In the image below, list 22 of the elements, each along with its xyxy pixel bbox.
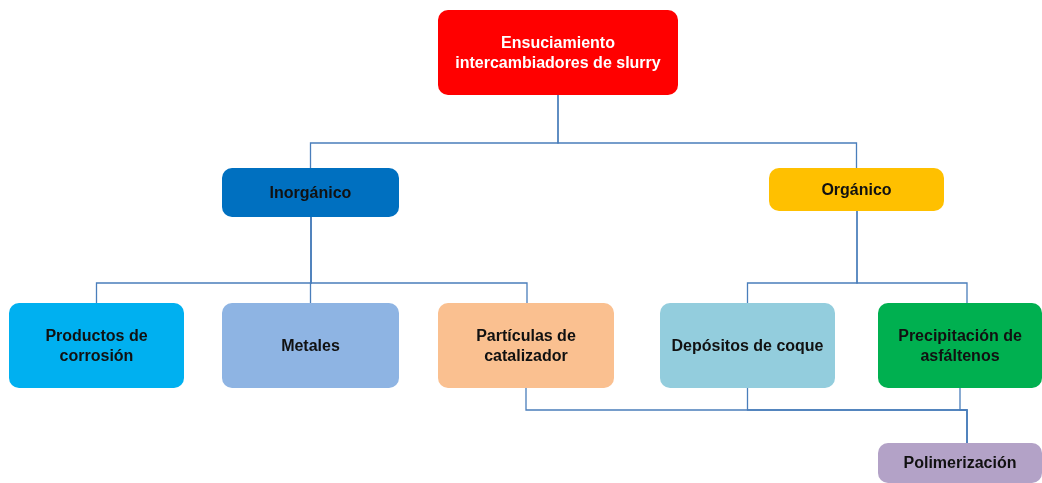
box-label: Polimerización xyxy=(903,453,1017,473)
category-box xyxy=(9,303,184,388)
box-label: Metales xyxy=(281,335,340,356)
category-box xyxy=(222,303,399,388)
box-label: Inorgánico xyxy=(269,182,352,203)
box-label: Depósitos de coque xyxy=(671,335,824,356)
category-box xyxy=(878,443,1042,483)
category-box xyxy=(222,168,399,217)
box-label: Orgánico xyxy=(821,179,892,200)
box-label: Partículas de catalizador xyxy=(475,325,577,366)
box-label: Productos de corrosión xyxy=(44,325,149,366)
category-box xyxy=(769,168,944,211)
box-label: Ensuciamiento intercambiadores de slurry xyxy=(454,32,662,73)
connector-line xyxy=(557,94,858,169)
connector-line xyxy=(959,387,968,444)
category-box xyxy=(438,303,614,388)
category-box xyxy=(438,10,678,95)
box-label: Precipitación de asfáltenos xyxy=(897,325,1023,366)
connector-line xyxy=(310,216,528,304)
connector-line xyxy=(856,210,968,304)
category-box xyxy=(660,303,835,388)
category-box xyxy=(878,303,1042,388)
